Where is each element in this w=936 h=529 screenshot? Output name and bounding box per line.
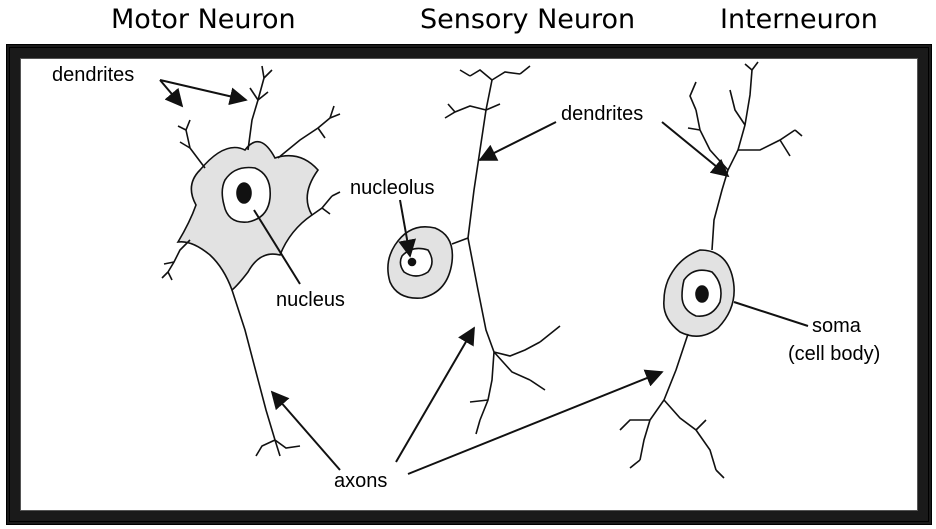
- label-soma: soma: [812, 315, 862, 337]
- motor-axon: [232, 290, 275, 440]
- motor-nucleolus: [237, 183, 251, 203]
- label-dendrites-right: dendrites: [561, 103, 643, 125]
- arrow-axon-motor: [272, 392, 340, 470]
- label-soma-sub: (cell body): [788, 343, 880, 365]
- label-nucleolus: nucleolus: [350, 177, 435, 199]
- arrow-dendrites-inter: [662, 122, 728, 176]
- arrow-dendrites-motor-1: [160, 80, 246, 100]
- label-axons: axons: [334, 470, 387, 492]
- motor-neuron: [162, 66, 340, 456]
- sensory-nucleolus: [409, 259, 416, 266]
- interneuron: [620, 62, 802, 478]
- label-nucleus: nucleus: [276, 289, 345, 311]
- sensory-neuron: [388, 66, 560, 434]
- inter-nucleolus: [696, 286, 708, 302]
- arrow-axon-inter: [408, 372, 662, 474]
- pointer-soma: [734, 302, 808, 326]
- label-dendrites-motor: dendrites: [52, 64, 134, 86]
- arrow-axon-sensory: [396, 328, 474, 462]
- arrow-dendrites-sensory: [480, 122, 556, 160]
